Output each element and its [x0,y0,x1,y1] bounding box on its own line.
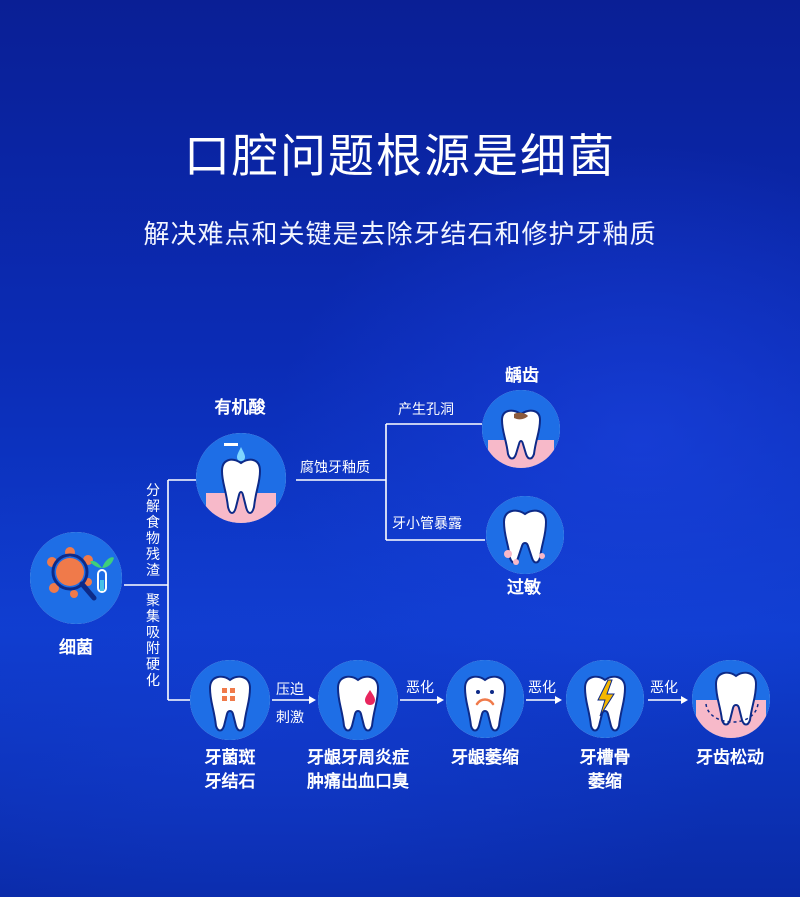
sensitivity-label: 过敏 [507,578,541,597]
edge-tubule-exposed: 牙小管暴露 [392,515,462,531]
edge-create-cavity: 产生孔洞 [398,401,454,417]
tooth-sad-icon [446,660,524,738]
tooth-acid-drop-icon [196,433,286,523]
organic-acid-label: 有机酸 [214,398,266,417]
caries-node [482,390,560,468]
gingivitis-label-line2: 肿痛出血口臭 [307,772,409,791]
tooth-sensitive-icon [486,496,564,574]
caries-label: 龋齿 [505,366,539,385]
bacteria-node [30,532,122,624]
edge-aggregate-harden: 聚集吸附硬化 [146,592,160,688]
edge-press: 压迫 [276,681,304,697]
edge-worsen-3: 恶化 [650,679,678,695]
sensitivity-node [486,496,564,574]
bone-atrophy-label-line2: 萎缩 [588,772,622,791]
edge-corrode-enamel: 腐蚀牙釉质 [300,459,370,475]
tooth-plaque-icon [190,660,270,740]
gingivitis-node [318,660,398,740]
page-title: 口腔问题根源是细菌 [184,130,616,182]
plaque-label-line1: 牙菌斑 [204,748,256,767]
loose-teeth-node [692,660,770,738]
gingivitis-label-line1: 牙龈牙周炎症 [307,748,409,767]
plaque-node [190,660,270,740]
tooth-lightning-icon [566,660,644,738]
bacteria-label: 细菌 [59,638,93,657]
tooth-loose-icon [692,660,770,738]
edge-worsen-1: 恶化 [406,679,434,695]
organic-acid-node [196,433,286,523]
gum-recession-label: 牙龈萎缩 [451,748,519,767]
edge-decompose-food: 分解食物残渣 [146,482,160,578]
bone-atrophy-label-line1: 牙槽骨 [579,748,631,767]
bone-atrophy-node [566,660,644,738]
bacteria-magnifier-icon [30,532,122,624]
tooth-inflamed-icon [318,660,398,740]
plaque-label-line2: 牙结石 [204,772,256,791]
gum-recession-node [446,660,524,738]
edge-worsen-2: 恶化 [528,679,556,695]
page-subtitle: 解决难点和关键是去除牙结石和修护牙釉质 [143,219,657,249]
tooth-cavity-icon [482,390,560,468]
edge-irritate: 刺激 [276,709,304,725]
loose-teeth-label: 牙齿松动 [696,748,764,767]
